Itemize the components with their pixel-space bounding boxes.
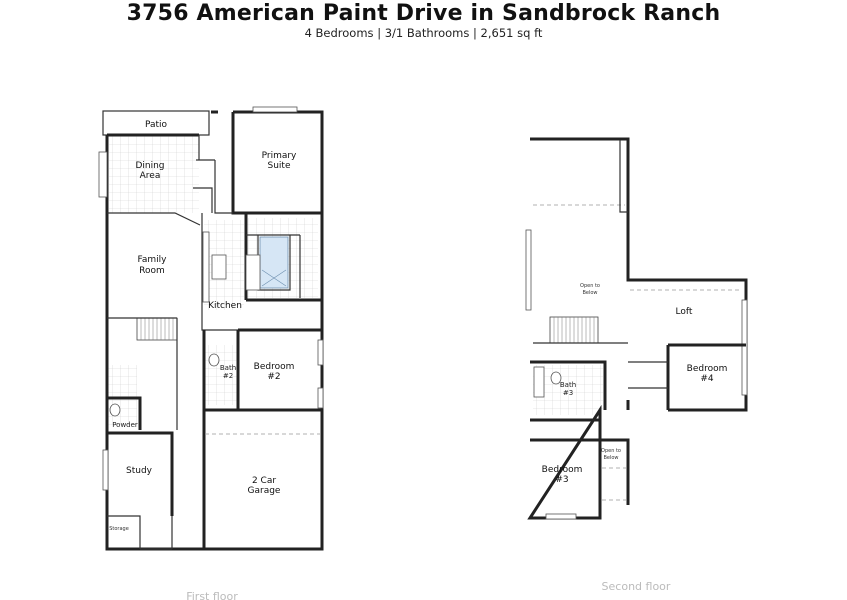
bath3-tub [533,366,545,398]
second-floor-stairs [533,316,628,344]
room-label-kitchen: Kitchen [208,301,242,311]
room-label-bath3-1: Bath [560,381,576,389]
page-subtitle: 4 Bedrooms | 3/1 Bathrooms | 2,651 sq ft [304,26,543,40]
shower-mark [261,269,287,287]
bedroom2-window-2 [317,387,324,409]
dining-closet-walls [196,135,233,214]
room-label-bath2-1: Bath [220,364,236,372]
primary-window [252,106,298,113]
room-label-family-1: Family [138,255,168,265]
room-label-bath2-2: #2 [223,372,233,380]
second-floor-plan: Open to Below Loft Bath #3 Bedroom #4 Be… [525,137,748,593]
study-walls [107,431,174,516]
room-label-open1-2: Below [582,290,597,296]
room-label-garage-1: 2 Car [252,476,276,486]
bath3-walls [530,360,607,422]
entry-walls [140,516,173,550]
closet-walls [193,187,213,213]
room-label-primary-1: Primary [262,151,297,161]
room-label-family-2: Room [139,266,165,276]
kitchen-counter-2 [245,254,261,291]
room-label-open2-2: Below [603,455,618,461]
bath3-tile [533,365,603,415]
room-label-bath3-2: #3 [563,389,573,397]
kitchen-walls [201,213,245,331]
room-label-bedroom3-1: Bedroom [542,465,583,475]
open-edge-rail [619,140,628,213]
kitchen-counter [202,231,210,303]
second-floor-caption: Second floor [602,580,671,593]
dining-window [98,151,108,198]
room-label-loft: Loft [676,307,693,317]
family-top-line [107,212,201,226]
study-window [102,449,109,491]
bedroom3-window [545,513,577,520]
closet-bedroom4 [628,361,668,389]
room-label-garage-2: Garage [248,486,281,496]
room-label-bedroom2-2: #2 [267,372,280,382]
kitchen-island [211,254,227,280]
page-title: 3756 American Paint Drive in Sandbrock R… [126,1,721,26]
loft-window [741,299,748,396]
bath3-toilet [550,371,562,385]
room-label-open1-1: Open to [580,283,600,289]
bedroom2-window [317,339,324,366]
open-window [525,229,532,311]
dining-tile [109,135,199,213]
bedroom4-walls [666,343,746,410]
room-label-storage: Storage [109,526,129,532]
open2-walls [600,438,630,505]
bath2-bedroom2-walls [202,330,322,412]
powder-toilet [109,403,121,417]
room-label-bedroom2-1: Bedroom [254,362,295,372]
open2-lines [602,467,626,501]
room-label-dining-1: Dining [135,161,164,171]
room-label-powder: Powder [112,421,138,429]
powder-tile [107,365,137,425]
first-floor-stairs [107,317,178,430]
first-floor-plan: Patio Dining Area Primary Suite Family R… [98,106,324,600]
bath2-toilet [208,353,220,367]
room-label-study: Study [126,466,153,476]
first-floor-caption: First floor [186,590,238,600]
bath2-tile [205,345,237,405]
room-label-bedroom4-1: Bedroom [687,364,728,374]
powder-walls [107,396,142,430]
storage-walls [107,515,141,549]
room-label-bedroom3-2: #3 [555,475,568,485]
room-label-patio: Patio [145,120,168,130]
room-label-open2-1: Open to [601,448,621,454]
shower-glass [259,236,289,289]
room-label-bedroom4-2: #4 [700,374,714,384]
room-label-dining-2: Area [140,171,161,181]
room-label-primary-2: Suite [268,161,291,171]
